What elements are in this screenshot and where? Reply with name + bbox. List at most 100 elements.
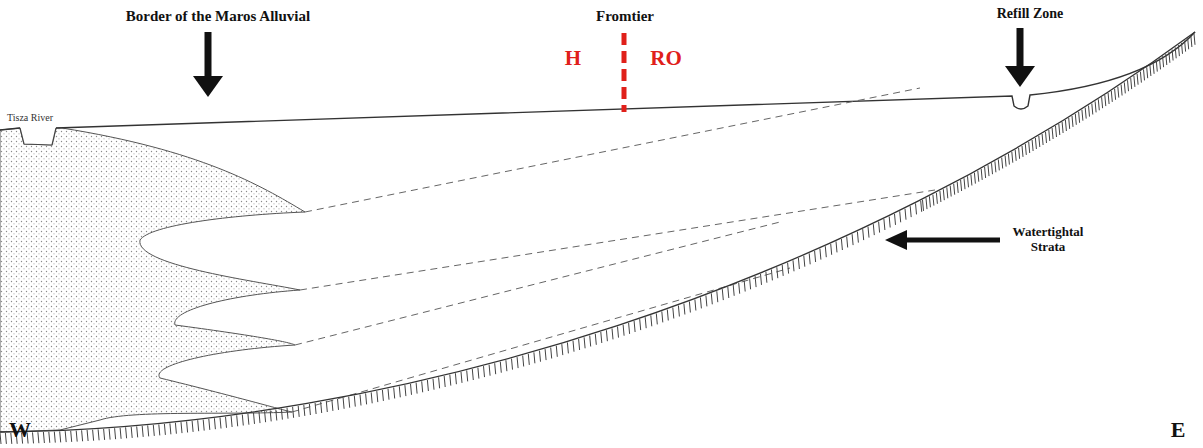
hatch-tick bbox=[164, 424, 165, 435]
hatch-tick bbox=[804, 256, 805, 267]
hatch-tick bbox=[1108, 93, 1109, 104]
hatch-tick bbox=[506, 360, 507, 371]
hatch-tick bbox=[777, 267, 778, 278]
hatch-tick bbox=[343, 398, 344, 409]
hatch-tick bbox=[416, 383, 417, 394]
hatch-tick bbox=[645, 317, 646, 328]
river-bed bbox=[20, 128, 56, 145]
hatch-tick bbox=[1134, 76, 1135, 87]
hatch-tick bbox=[733, 285, 734, 296]
hatch-tick bbox=[98, 429, 99, 440]
hatch-tick bbox=[940, 191, 941, 202]
alluvial-fill bbox=[0, 128, 305, 432]
hatch-tick bbox=[601, 332, 602, 343]
hatch-tick bbox=[444, 376, 445, 387]
hatch-tick bbox=[1153, 63, 1154, 74]
hatch-tick bbox=[76, 431, 77, 442]
hatch-tick bbox=[793, 260, 794, 271]
hatch-tick bbox=[1156, 61, 1157, 72]
hatch-tick bbox=[512, 359, 513, 370]
hatch-tick bbox=[863, 229, 864, 240]
hatch-tick bbox=[321, 402, 322, 413]
hatch-tick bbox=[82, 430, 83, 441]
hatch-tick bbox=[895, 214, 896, 225]
hatch-tick bbox=[836, 241, 837, 252]
hatch-tick bbox=[1022, 146, 1023, 157]
hatch-tick bbox=[248, 414, 249, 425]
hatch-tick bbox=[831, 244, 832, 255]
hatch-tick bbox=[517, 357, 518, 368]
hatch-tick bbox=[540, 351, 541, 362]
hatch-tick bbox=[71, 431, 72, 442]
hatch-tick bbox=[500, 362, 501, 373]
hatch-tick bbox=[382, 390, 383, 401]
hatch-tick bbox=[87, 430, 88, 441]
hatch-tick bbox=[612, 328, 613, 339]
hatch-tick bbox=[964, 178, 965, 189]
strata-label: Watertightal Strata bbox=[1003, 225, 1093, 255]
hatch-tick bbox=[1075, 114, 1076, 125]
hatch-tick bbox=[371, 392, 372, 403]
hatch-tick bbox=[1005, 156, 1006, 167]
hatch-tick bbox=[995, 161, 996, 172]
hatch-tick bbox=[992, 163, 993, 174]
hatch-tick bbox=[1105, 95, 1106, 106]
hatch-tick bbox=[489, 365, 490, 376]
hatch-tick bbox=[1002, 158, 1003, 169]
hatch-tick bbox=[0, 433, 1, 444]
hatch-tick bbox=[237, 415, 238, 426]
hatch-tick bbox=[954, 184, 955, 195]
hatch-tick bbox=[104, 429, 105, 440]
hatch-tick bbox=[595, 334, 596, 345]
hatch-tick bbox=[1039, 136, 1040, 147]
hatch-tick bbox=[304, 405, 305, 416]
hatch-tick bbox=[276, 410, 277, 421]
hatch-tick bbox=[394, 388, 395, 399]
hatch-tick bbox=[354, 396, 355, 407]
hatch-tick bbox=[187, 422, 188, 433]
hatch-tick bbox=[484, 366, 485, 377]
hatch-tick bbox=[523, 356, 524, 367]
hatch-tick bbox=[281, 409, 282, 420]
hatch-tick bbox=[651, 315, 652, 326]
hatch-tick bbox=[815, 251, 816, 262]
hatch-tick bbox=[170, 423, 171, 434]
hatch-tick bbox=[761, 274, 762, 285]
hatch-tick bbox=[1160, 58, 1161, 69]
hatch-tick bbox=[678, 306, 679, 317]
hatch-tick bbox=[1188, 38, 1189, 49]
hatch-tick bbox=[689, 302, 690, 313]
hatch-tick bbox=[1032, 140, 1033, 151]
hatch-tick bbox=[1144, 69, 1145, 80]
hatch-tick bbox=[684, 304, 685, 315]
hatch-tick bbox=[478, 368, 479, 379]
hatch-tick bbox=[142, 426, 143, 437]
hatch-tick bbox=[545, 349, 546, 360]
hatch-tick bbox=[309, 404, 310, 415]
hatch-tick bbox=[728, 287, 729, 298]
hatch-tick bbox=[936, 193, 937, 204]
hatch-tick bbox=[1137, 74, 1138, 85]
hatch-tick bbox=[1092, 104, 1093, 115]
hatch-tick bbox=[159, 424, 160, 435]
frontier-label: Fromtier bbox=[596, 8, 654, 25]
hatch-tick bbox=[1008, 154, 1009, 165]
hatch-tick bbox=[884, 219, 885, 230]
hatch-tick bbox=[433, 379, 434, 390]
hatch-tick bbox=[181, 422, 182, 433]
country-code: H bbox=[565, 46, 581, 70]
hatch-tick bbox=[54, 432, 55, 443]
hatch-tick bbox=[349, 397, 350, 408]
hatch-tick bbox=[65, 431, 66, 442]
hatch-tick bbox=[126, 427, 127, 438]
hatch-tick bbox=[750, 278, 751, 289]
hatch-tick bbox=[933, 195, 934, 206]
hatch-tick bbox=[1131, 78, 1132, 89]
hatch-tick bbox=[1059, 124, 1060, 135]
hatch-tick bbox=[1046, 132, 1047, 143]
hatch-tick bbox=[1115, 89, 1116, 100]
hatch-tick bbox=[755, 276, 756, 287]
hatch-tick bbox=[1089, 106, 1090, 117]
hatch-tick bbox=[405, 385, 406, 396]
hatch-tick bbox=[562, 344, 563, 355]
